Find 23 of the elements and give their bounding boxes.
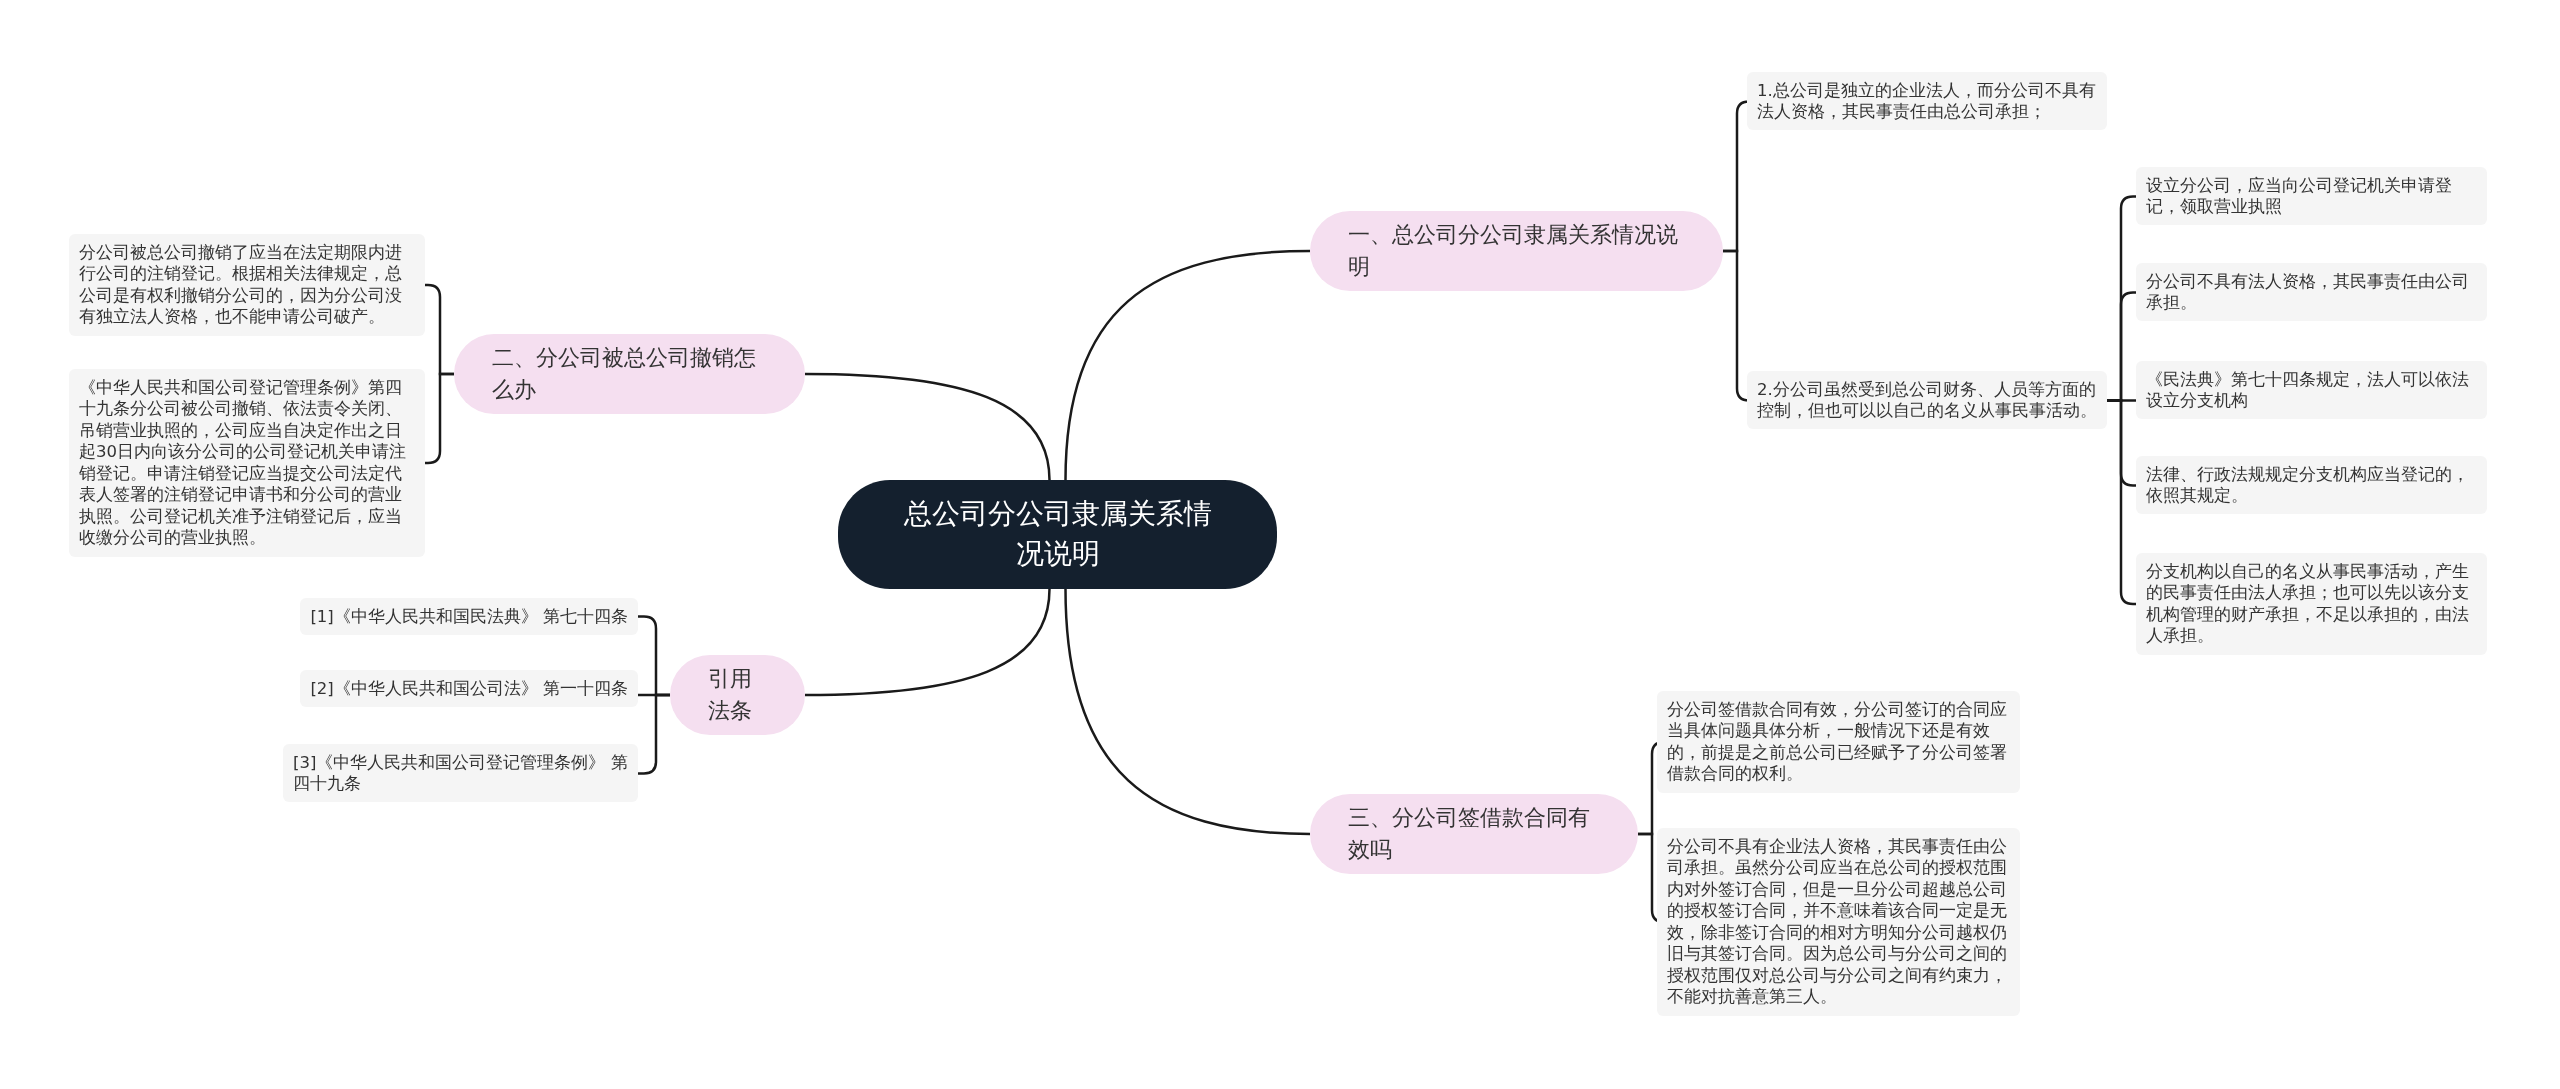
connector-line	[1064, 249, 1311, 481]
text-card: [2]《中华人民共和国公司法》 第一十四条	[300, 669, 638, 707]
text-card: 分公司签借款合同有效，分公司签订的合同应当具体问题具体分析，一般情况下还是有效的，前提是之前总公司已经赋予了分公司签署借款合同的权利。	[1657, 691, 2020, 793]
central-topic: 总公司分公司隶属关系情况说明	[838, 479, 1277, 589]
text-card: 2.分公司虽然受到总公司财务、人员等方面的控制，但也可以以自己的名义从事民事活动。	[1747, 370, 2107, 430]
connector-line	[804, 372, 1051, 481]
topic-pill: 引用法条	[670, 655, 805, 735]
text-card: [1]《中华人民共和国民法典》 第七十四条	[300, 597, 638, 635]
text-card: 分公司不具有法人资格，其民事责任由公司承担。	[2136, 262, 2487, 322]
text-card: 《民法典》第七十四条规定，法人可以依法设立分支机构	[2136, 360, 2487, 420]
text-card: 分公司被总公司撤销了应当在法定期限内进行公司的注销登记。根据相关法律规定，总公司是有权利撤销分公司的，因为分公司没有独立法人资格，也不能申请公司破产。	[69, 234, 425, 336]
topic-pill: 二、分公司被总公司撤销怎么办	[454, 334, 805, 414]
text-card: 分支机构以自己的名义从事民事活动，产生的民事责任由法人承担；也可以先以该分支机构管理的财产承担，不足以承担的，由法人承担。	[2136, 553, 2487, 655]
text-card: [3]《中华人民共和国公司登记管理条例》 第四十九条	[283, 743, 638, 803]
connector-line	[1064, 588, 1311, 836]
text-card: 《中华人民共和国公司登记管理条例》第四十九条分公司被公司撤销、依法责令关闭、吊销营业执照的，公司应当自决定作出之日起30日内向该分公司的公司登记机关申请注销登记。申请注销登记应当提交公司法定代表人签署的注销登记申请书和分公司的营业执照。公司登记机关准予注销登记后，应当收缴分公司的营业执照。	[69, 369, 425, 557]
topic-pill: 三、分公司签借款合同有效吗	[1310, 794, 1638, 874]
text-card: 法律、行政法规规定分支机构应当登记的，依照其规定。	[2136, 455, 2487, 515]
text-card: 分公司不具有企业法人资格，其民事责任由公司承担。虽然分公司应当在总公司的授权范围内对外签订合同，但是一旦分公司超越总公司的授权签订合同，并不意味着该合同一定是无效，除非签订合同的相对方明知分公司越权仍旧与其签订合同。因为总公司与分公司之间的授权范围仅对总公司与分公司之间有约束力，不能对抗善意第三人。	[1657, 828, 2020, 1016]
connector-line	[804, 588, 1051, 697]
text-card: 设立分公司，应当向公司登记机关申请登记，领取营业执照	[2136, 166, 2487, 226]
text-card: 1.总公司是独立的企业法人，而分公司不具有法人资格，其民事责任由总公司承担；	[1747, 71, 2107, 131]
topic-pill: 一、总公司分公司隶属关系情况说明	[1310, 211, 1723, 291]
